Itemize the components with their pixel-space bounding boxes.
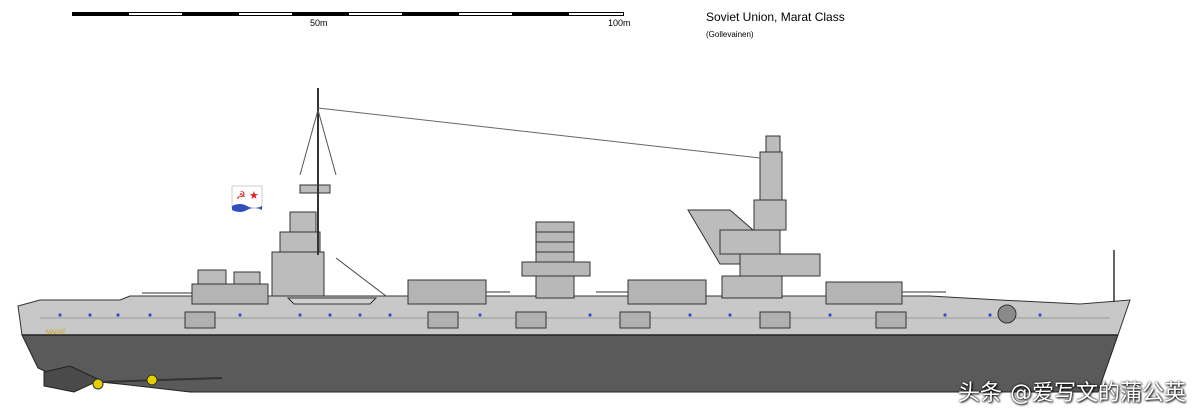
scale-segment [403,12,458,16]
scale-segment [72,12,128,16]
scale-segment [128,12,183,16]
scale-segment [568,12,624,16]
propellers [43,365,223,393]
aft-superstructure [687,135,821,299]
scale-segment [513,12,568,16]
scale-segment [293,12,348,16]
scale-segment [238,12,293,16]
main-turrets [142,279,946,305]
scale-bar [72,12,624,16]
funnel [521,221,591,299]
scale-label-100m: 100m [608,18,631,28]
naval-ensign: ☭ ★ [231,185,263,212]
watermark-prefix: 头条 [957,381,1002,406]
drawing-title: Soviet Union, Marat Class [706,10,845,24]
lower-hull [21,334,1119,393]
scale-label-50m: 50m [310,18,328,28]
casemates [184,311,907,329]
forward-superstructure [197,184,331,297]
hull-name-plate: МАРАТ [46,330,66,336]
svg-text:☭: ☭ [236,190,246,202]
scale-segment [458,12,513,16]
scale-segment [348,12,403,16]
stay-wire [317,107,761,159]
svg-text:★: ★ [249,190,259,202]
watermark-handle: @爱写文的蒲公英 [1009,381,1186,406]
hawse-pipe [997,304,1017,324]
watermark: 头条 @爱写文的蒲公英 [958,375,1186,407]
drawing-author: (Gollevainen) [706,30,754,39]
scale-segment [183,12,238,16]
boat-deck [286,257,387,305]
